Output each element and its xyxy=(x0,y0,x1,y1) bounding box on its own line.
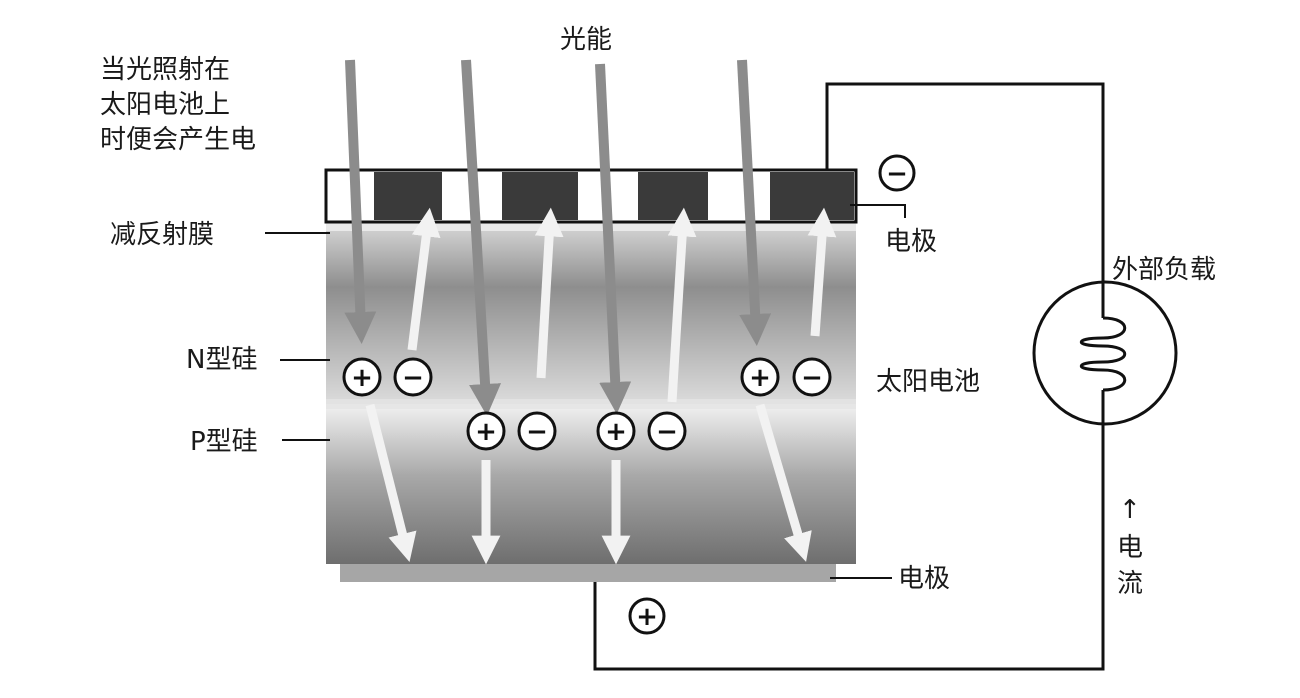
label-external-load: 外部负载 xyxy=(1112,255,1216,285)
current-up-arrow: ↑ xyxy=(1119,495,1141,525)
electron-arrow-up-3 xyxy=(667,207,697,403)
label-n-type-silicon: N型硅 xyxy=(186,345,257,375)
label-anti-reflective-film: 减反射膜 xyxy=(110,220,214,250)
minus-symbol: − xyxy=(886,159,908,189)
minus-symbol: − xyxy=(656,417,678,447)
electron-arrow-up-2 xyxy=(534,207,564,379)
label-bottom-electrode: 电极 xyxy=(898,564,950,594)
label-current-char-1: 电 xyxy=(1117,533,1143,563)
negative-terminal-marker: − xyxy=(878,154,916,192)
top-electrode-finger-1 xyxy=(374,172,442,220)
plus-symbol: + xyxy=(636,602,658,632)
light-arrow-3 xyxy=(595,63,632,414)
carrier-pair-1: + − xyxy=(342,357,433,397)
leader-top-electrode xyxy=(850,204,906,218)
minus-symbol: − xyxy=(402,363,424,393)
plus-symbol: + xyxy=(749,363,771,393)
carrier-pair-2: + − xyxy=(466,411,557,451)
electron-arrow-up-1 xyxy=(407,207,441,351)
circuit-wire-bottom xyxy=(593,390,1105,671)
label-top-electrode: 电极 xyxy=(885,227,937,257)
circuit-wire-top xyxy=(825,82,1105,318)
external-load-lamp xyxy=(1032,280,1178,426)
minus-symbol: − xyxy=(526,417,548,447)
plus-symbol: + xyxy=(605,417,627,447)
minus-symbol: − xyxy=(801,363,823,393)
label-light-energy: 光能 xyxy=(560,25,612,55)
label-p-type-silicon: P型硅 xyxy=(190,427,258,457)
carrier-pair-3: + − xyxy=(596,411,687,451)
label-intro-line-2: 太阳电池上 xyxy=(100,90,230,120)
hole-arrow-down-4 xyxy=(755,403,812,562)
hole-arrow-down-1 xyxy=(365,403,417,562)
label-intro-line-3: 时便会产生电 xyxy=(100,125,256,155)
label-solar-cell: 太阳电池 xyxy=(876,367,980,397)
top-electrode-finger-3 xyxy=(638,172,708,220)
light-arrow-4 xyxy=(737,59,772,346)
label-intro-line-1: 当光照射在 xyxy=(100,55,230,85)
positive-terminal-marker: + xyxy=(628,597,666,635)
bottom-electrode xyxy=(340,564,836,582)
plus-symbol: + xyxy=(475,417,497,447)
anti-reflective-film xyxy=(326,222,856,231)
label-current-char-2: 流 xyxy=(1117,569,1143,599)
light-arrow-1 xyxy=(344,59,377,344)
top-electrode-finger-2 xyxy=(502,172,578,220)
top-electrode-finger-4 xyxy=(770,172,854,220)
light-arrow-2 xyxy=(461,59,502,416)
plus-symbol: + xyxy=(351,363,373,393)
junction-band xyxy=(326,399,856,409)
electron-arrow-up-4 xyxy=(807,207,837,337)
filament-coil xyxy=(1080,316,1126,392)
carrier-pair-4: + − xyxy=(740,357,832,397)
